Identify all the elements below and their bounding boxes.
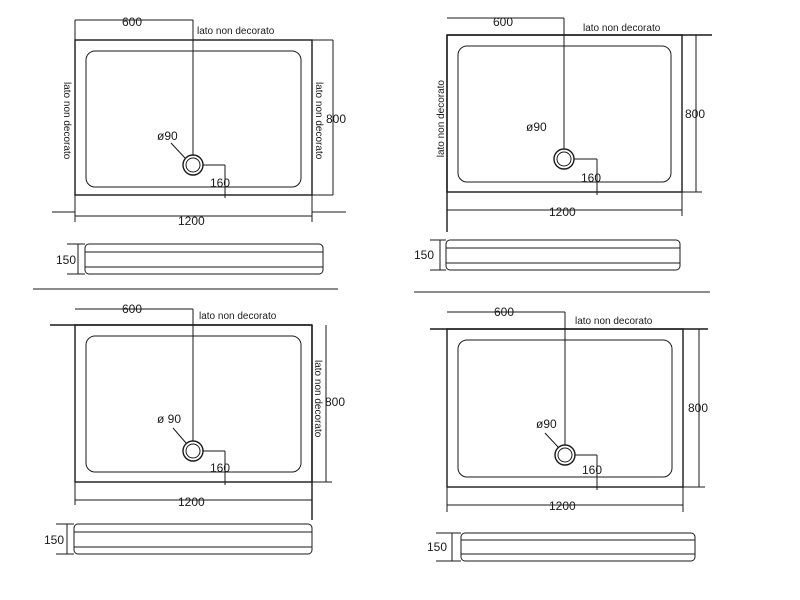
drain-diameter-label: ø90 [157,129,178,143]
tray-side-profile [445,239,681,271]
note-top: lato non decorato [197,26,275,37]
dim-160-label: 160 [210,176,230,190]
drain-diameter-label: ø90 [526,120,547,134]
tray-side-profile [84,243,324,275]
dim-600-label: 600 [494,305,514,319]
dim-600-label: 600 [493,15,513,29]
dim-600-label: 600 [122,15,142,29]
tray-side-profile [73,523,313,555]
diagram-bottom-left: ø 90 160 600 lato non decorato 800 lato … [44,302,345,555]
dim-160-label: 160 [582,463,602,477]
dim-150-label: 150 [44,533,64,547]
dim-1200-label: 1200 [549,499,576,513]
note-right: lato non decorato [312,360,323,438]
dim-150-label: 150 [56,253,76,267]
dim-800-label: 800 [685,107,705,121]
diagram-top-right: ø90 160 600 lato non decorato 800 lato n… [414,15,712,271]
note-left: lato non decorato [61,82,72,160]
note-top: lato non decorato [575,316,653,327]
drain-diameter-label: ø 90 [157,412,181,426]
note-top: lato non decorato [199,311,277,322]
drain-diameter-label: ø90 [536,417,557,431]
dim-800-label: 800 [325,395,345,409]
tray-side-profile [460,532,696,562]
dim-1200-label: 1200 [549,205,576,219]
note-left: lato non decorato [436,80,447,158]
dim-800-label: 800 [326,112,346,126]
diagram-top-left: ø90 160 600 lato non decorato 800 lato n… [52,15,346,275]
dim-150-label: 150 [414,248,434,262]
dim-1200-label: 1200 [178,495,205,509]
diagram-bottom-right: ø90 160 600 lato non decorato 800 1200 1… [427,305,708,562]
note-top: lato non decorato [583,23,661,34]
dim-150-label: 150 [427,540,447,554]
dim-160-label: 160 [581,171,601,185]
dim-1200-label: 1200 [178,214,205,228]
dim-600-label: 600 [122,302,142,316]
note-right: lato non decorato [313,82,324,160]
dim-160-label: 160 [210,461,230,475]
dim-800-label: 800 [688,401,708,415]
